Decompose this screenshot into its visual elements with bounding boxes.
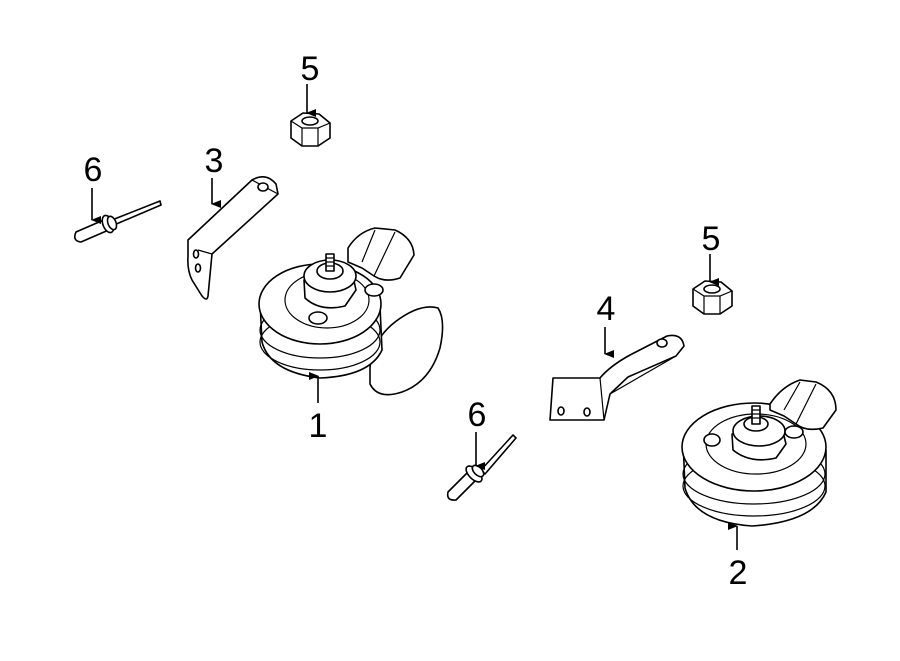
callout-bracket-left: 3 (205, 142, 224, 180)
nut-top-part (290, 112, 331, 147)
callout-horn-right: 2 (729, 554, 748, 592)
bracket-left-part (187, 176, 279, 300)
nut-right-part (692, 280, 733, 315)
callout-nut-top: 5 (301, 50, 320, 88)
callout-rivet-left: 6 (84, 151, 103, 189)
horn-right-part (681, 379, 837, 527)
rivet-center-part (446, 434, 517, 501)
callout-bracket-right: 4 (597, 290, 616, 328)
callout-horn-left: 1 (309, 407, 328, 445)
horn-left-part (258, 227, 444, 396)
bracket-right-part (549, 334, 685, 421)
callout-nut-right: 5 (702, 220, 721, 258)
rivet-left-part (74, 200, 162, 243)
callout-rivet-center: 6 (468, 396, 487, 434)
